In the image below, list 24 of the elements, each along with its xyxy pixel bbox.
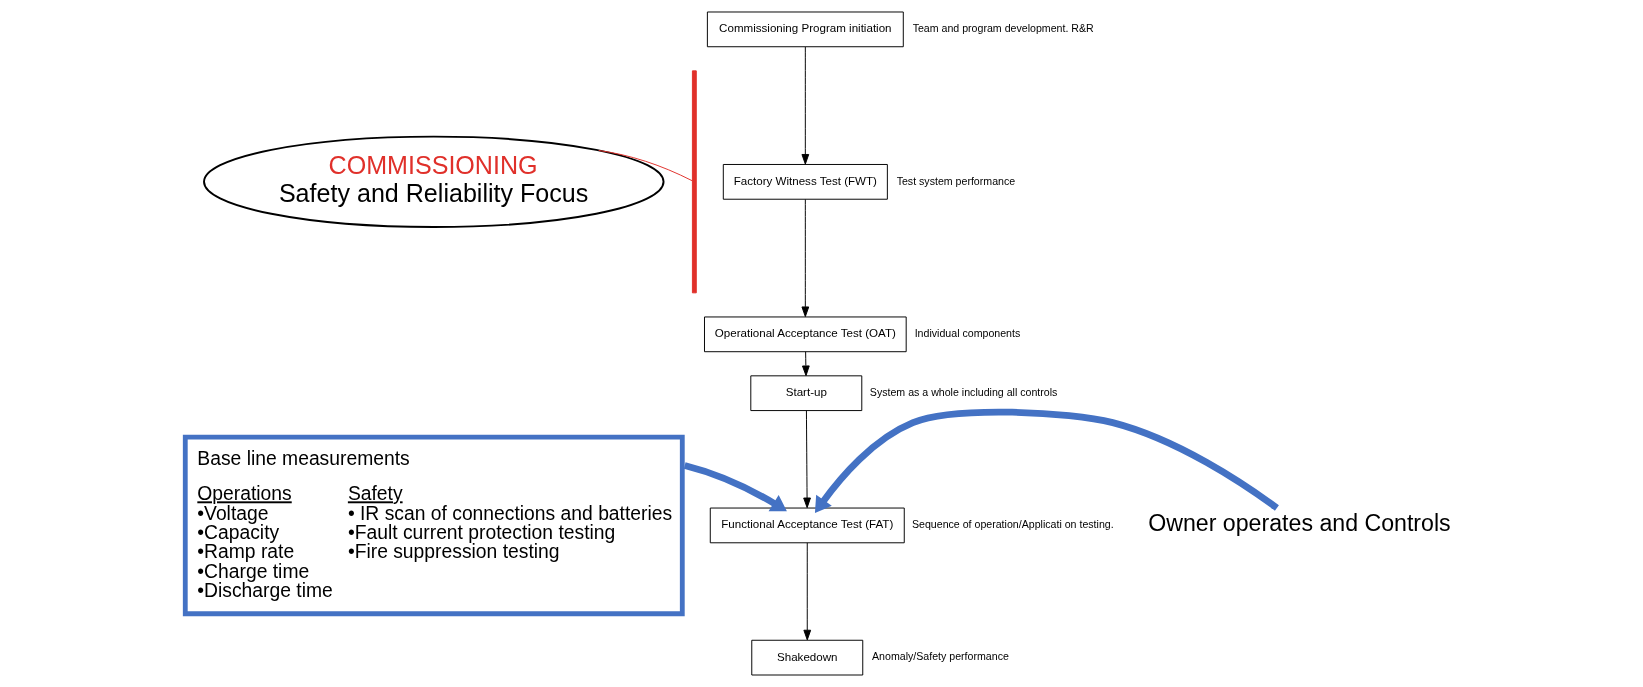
arrow [803,410,811,509]
node-label: Individual components [914,327,1021,340]
arrow [801,46,810,165]
node-ellipse: COMMISSIONING Safety and Reliability Focus [203,135,665,228]
node-text: Owner operates and Controls [1148,510,1451,537]
node-box: Operational Acceptance Test (OAT) [704,316,907,353]
arrow [683,462,787,512]
connector [598,149,693,182]
node-label: Team and program development. R&R [912,22,1094,35]
arrow [814,408,1279,514]
node-box: Commissioning Program initiation [706,11,904,48]
node-label: Anomaly/Safety performance [872,650,1009,663]
node-bracket [691,70,697,294]
node-box: Base line measurements Operations •Voltage •Capacity •Ramp rate •Charge time •Discharge time Safety • IR scan of connections and batteries •Fault current protection testing •Fire suppression testing [182,434,685,617]
node-box: Functional Acceptance Test (FAT) [709,507,905,544]
node-label: Sequence of operation/Applicati on testing. [911,518,1114,531]
node-label: Test system performance [896,174,1016,187]
arrow [803,542,812,641]
node-box: Factory Witness Test (FWT) [722,164,888,200]
node-box: Shakedown [751,639,864,676]
arrow [802,351,810,377]
arrow [801,199,810,318]
node-box: Start-up [750,375,863,412]
node-label: System as a whole including all controls [869,385,1058,398]
